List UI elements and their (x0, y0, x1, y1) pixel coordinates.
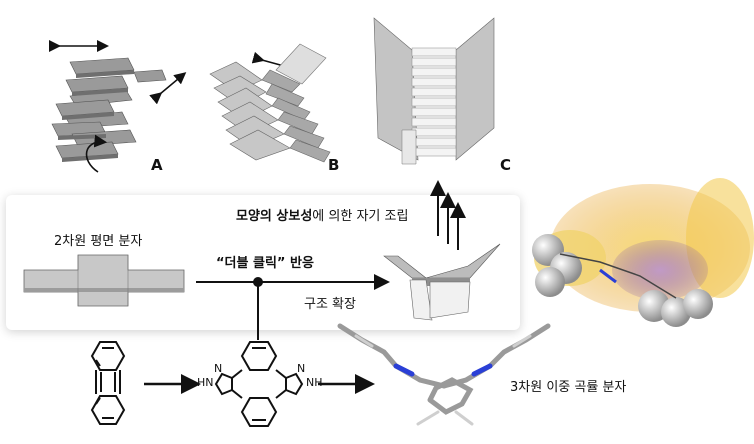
reaction-arrow (196, 274, 390, 340)
cyclooctadiyne-molecule (90, 341, 126, 425)
ball-and-stick-model (337, 323, 551, 426)
triazole-n-left: N (214, 362, 223, 375)
triazole-n-right: N (297, 362, 306, 375)
self-assembly-rest-text: 에 의한 자기 조립 (312, 209, 409, 224)
bis-triazole-molecule (214, 341, 304, 427)
double-click-label: “더블 클릭” 반응 (216, 256, 314, 271)
triazole-nh-right: NH (306, 376, 323, 389)
stack-a (49, 40, 187, 173)
structure-expansion-label: 구조 확장 (304, 297, 356, 312)
panel-label-b: B (328, 156, 340, 174)
curved-3d-label: 3차원 이중 곡률 분자 (510, 380, 627, 395)
self-assembly-caption: 모양의 상보성에 의한 자기 조립 (236, 205, 408, 224)
planar-molecule-shape (23, 254, 185, 307)
assembly-arrows (430, 180, 466, 250)
stack-c (373, 17, 495, 165)
panel-label-a: A (151, 156, 163, 174)
self-assembly-bold-text: 모양의 상보성 (236, 209, 313, 224)
planar-2d-label: 2차원 평면 분자 (54, 234, 143, 249)
expanded-structure (383, 243, 501, 321)
panel-label-c: C (500, 156, 512, 174)
triazole-nh-left: HN (197, 376, 214, 389)
stack-b (209, 43, 331, 163)
orbital-render (532, 178, 754, 327)
